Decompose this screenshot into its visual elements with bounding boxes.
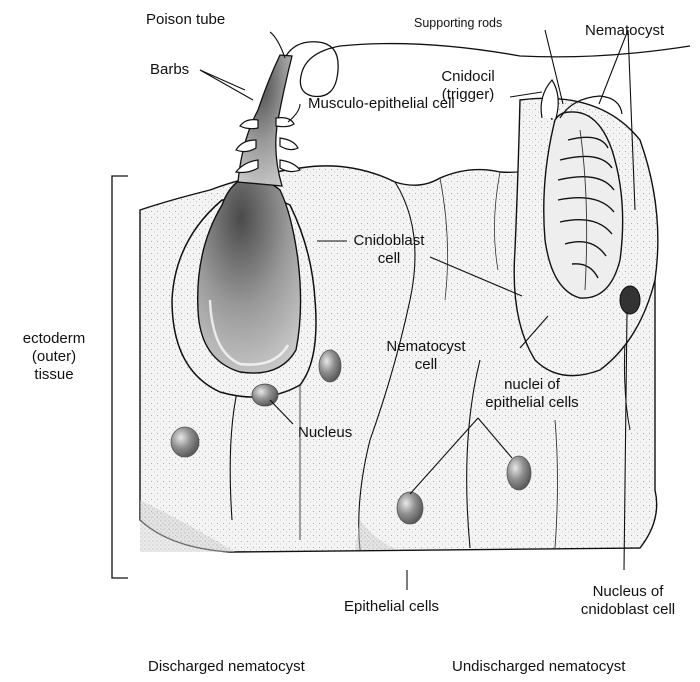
label-nuclei-line1: nuclei of: [462, 376, 602, 394]
label-nematocyst-cell-line1: Nematocyst: [378, 338, 474, 356]
label-nematocyst-top: Nematocyst: [585, 22, 664, 40]
label-nucleus-cnidoblast-line2: cnidoblast cell: [566, 601, 690, 619]
label-barbs: Barbs: [150, 61, 189, 79]
label-nucleus-cnidoblast-line1: Nucleus of: [566, 583, 690, 601]
caption-discharged: Discharged nematocyst: [148, 658, 305, 676]
label-ectoderm-line1: ectoderm: [6, 330, 102, 348]
ectoderm-bracket: [112, 176, 128, 578]
label-nematocyst-cell: Nematocyst cell: [378, 338, 474, 374]
label-ectoderm-line2: (outer): [6, 348, 102, 366]
label-supporting-rods: Supporting rods: [414, 16, 502, 31]
label-nematocyst-cell-line2: cell: [378, 356, 474, 374]
label-nucleus-cnidoblast: Nucleus of cnidoblast cell: [566, 583, 690, 619]
label-cnidocil-line1: Cnidocil: [432, 68, 504, 86]
label-cnidoblast: Cnidoblast cell: [346, 232, 432, 268]
label-cnidoblast-line1: Cnidoblast: [346, 232, 432, 250]
label-nuclei-line2: epithelial cells: [462, 394, 602, 412]
label-musculo-epithelial: Musculo-epithelial cell: [308, 95, 455, 113]
caption-undischarged: Undischarged nematocyst: [452, 658, 625, 676]
label-poison-tube: Poison tube: [146, 11, 225, 29]
label-ectoderm-line3: tissue: [6, 366, 102, 384]
label-ectoderm: ectoderm (outer) tissue: [6, 330, 102, 384]
label-cnidoblast-line2: cell: [346, 250, 432, 268]
label-epithelial-nuclei: nuclei of epithelial cells: [462, 376, 602, 412]
label-nucleus: Nucleus: [298, 424, 352, 442]
label-epithelial-cells: Epithelial cells: [344, 598, 439, 616]
